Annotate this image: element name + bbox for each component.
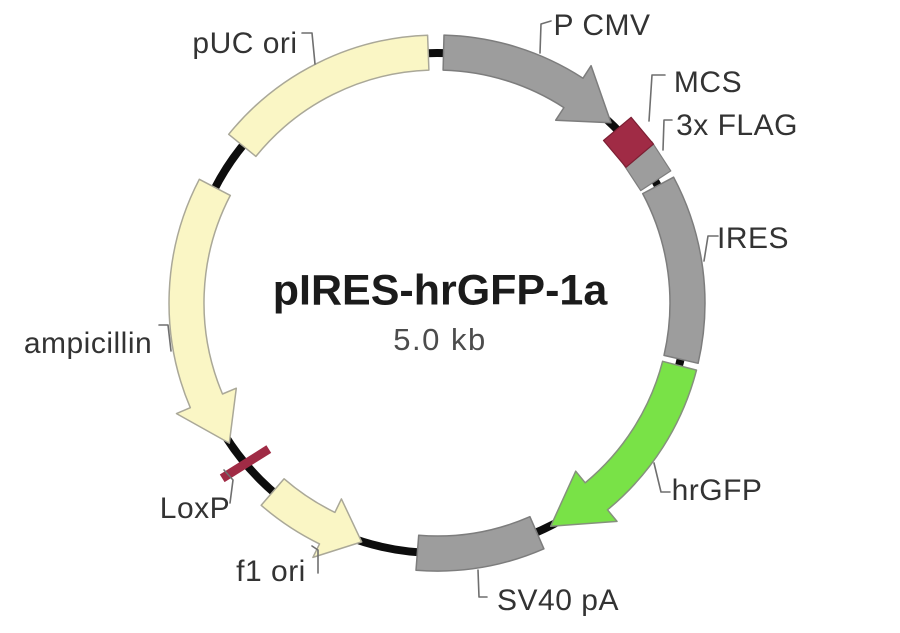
leader-sv40-pa [477, 569, 488, 598]
feature-mcs [602, 116, 655, 168]
feature-loxp [219, 445, 272, 483]
leader-mcs [648, 74, 666, 122]
leader-puc-ori [301, 32, 316, 65]
feature-ires [641, 176, 706, 365]
leader-ampicillin [158, 324, 172, 352]
feature-puc-ori [227, 34, 430, 158]
leader-loxp [223, 469, 234, 504]
feature-f1-ori [260, 478, 363, 559]
feature-ampicillin [168, 178, 238, 444]
leader-f1-ori [311, 545, 319, 574]
leader-3x-flag [662, 119, 673, 151]
leader-ires [703, 235, 719, 262]
leader-hrgfp [653, 462, 671, 493]
feature-sv40-pa [415, 515, 545, 572]
feature-hrgfp [549, 360, 698, 527]
feature-p-cmv [442, 34, 612, 124]
leader-p-cmv [539, 20, 552, 54]
